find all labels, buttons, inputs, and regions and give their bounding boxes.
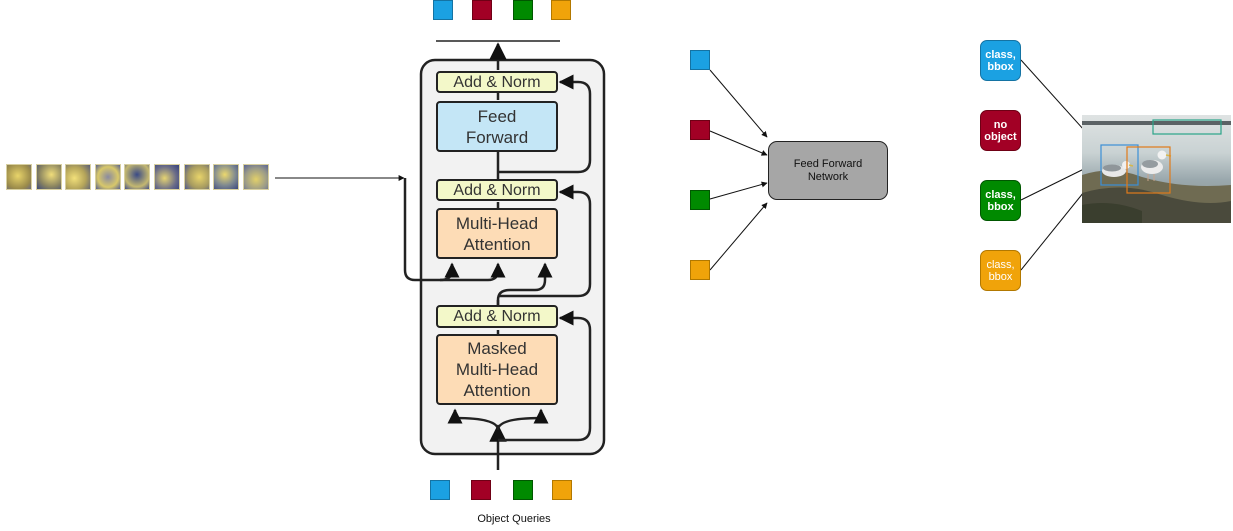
bbox-orange xyxy=(1126,146,1171,194)
output-query-green xyxy=(513,0,533,20)
image-feature-patch xyxy=(36,164,62,190)
queries-to-ffn-arrows xyxy=(709,69,768,271)
bbox-teal xyxy=(1152,119,1222,135)
predictions-to-image-arrows xyxy=(1020,59,1094,271)
decoded-query-red xyxy=(690,120,710,140)
image-feature-patch xyxy=(184,164,210,190)
output-query-blue xyxy=(433,0,453,20)
feed-forward-network-box: Feed Forward Network xyxy=(768,141,888,200)
prediction-red: no object xyxy=(980,110,1021,151)
prediction-blue: class, bbox xyxy=(980,40,1021,81)
add-norm-middle: Add & Norm xyxy=(436,179,558,201)
decoded-query-blue xyxy=(690,50,710,70)
detection-photo xyxy=(1082,115,1231,223)
prediction-green: class, bbox xyxy=(980,180,1021,221)
output-query-orange xyxy=(551,0,571,20)
bbox-blue xyxy=(1100,144,1139,186)
image-feature-patch xyxy=(6,164,32,190)
masked-multi-head-attention-block: Masked Multi-Head Attention xyxy=(436,334,558,405)
object-queries-label: Object Queries xyxy=(477,513,551,525)
prediction-orange: class, bbox xyxy=(980,250,1021,291)
feed-forward-block: Feed Forward xyxy=(436,101,558,152)
object-query-blue xyxy=(430,480,450,500)
add-norm-top: Add & Norm xyxy=(436,71,558,93)
decoded-query-green xyxy=(690,190,710,210)
decoder-flow-arrows xyxy=(403,42,592,470)
image-feature-patch xyxy=(154,164,180,190)
image-feature-patch xyxy=(65,164,91,190)
image-feature-patch xyxy=(243,164,269,190)
object-query-orange xyxy=(552,480,572,500)
image-feature-patch xyxy=(124,164,150,190)
add-norm-bottom: Add & Norm xyxy=(436,305,558,328)
decoded-query-orange xyxy=(690,260,710,280)
seagull-scene xyxy=(1082,115,1231,223)
output-query-red xyxy=(472,0,492,20)
object-query-red xyxy=(471,480,491,500)
image-feature-patch xyxy=(95,164,121,190)
multi-head-attention-block: Multi-Head Attention xyxy=(436,208,558,259)
object-query-green xyxy=(513,480,533,500)
image-feature-patch xyxy=(213,164,239,190)
